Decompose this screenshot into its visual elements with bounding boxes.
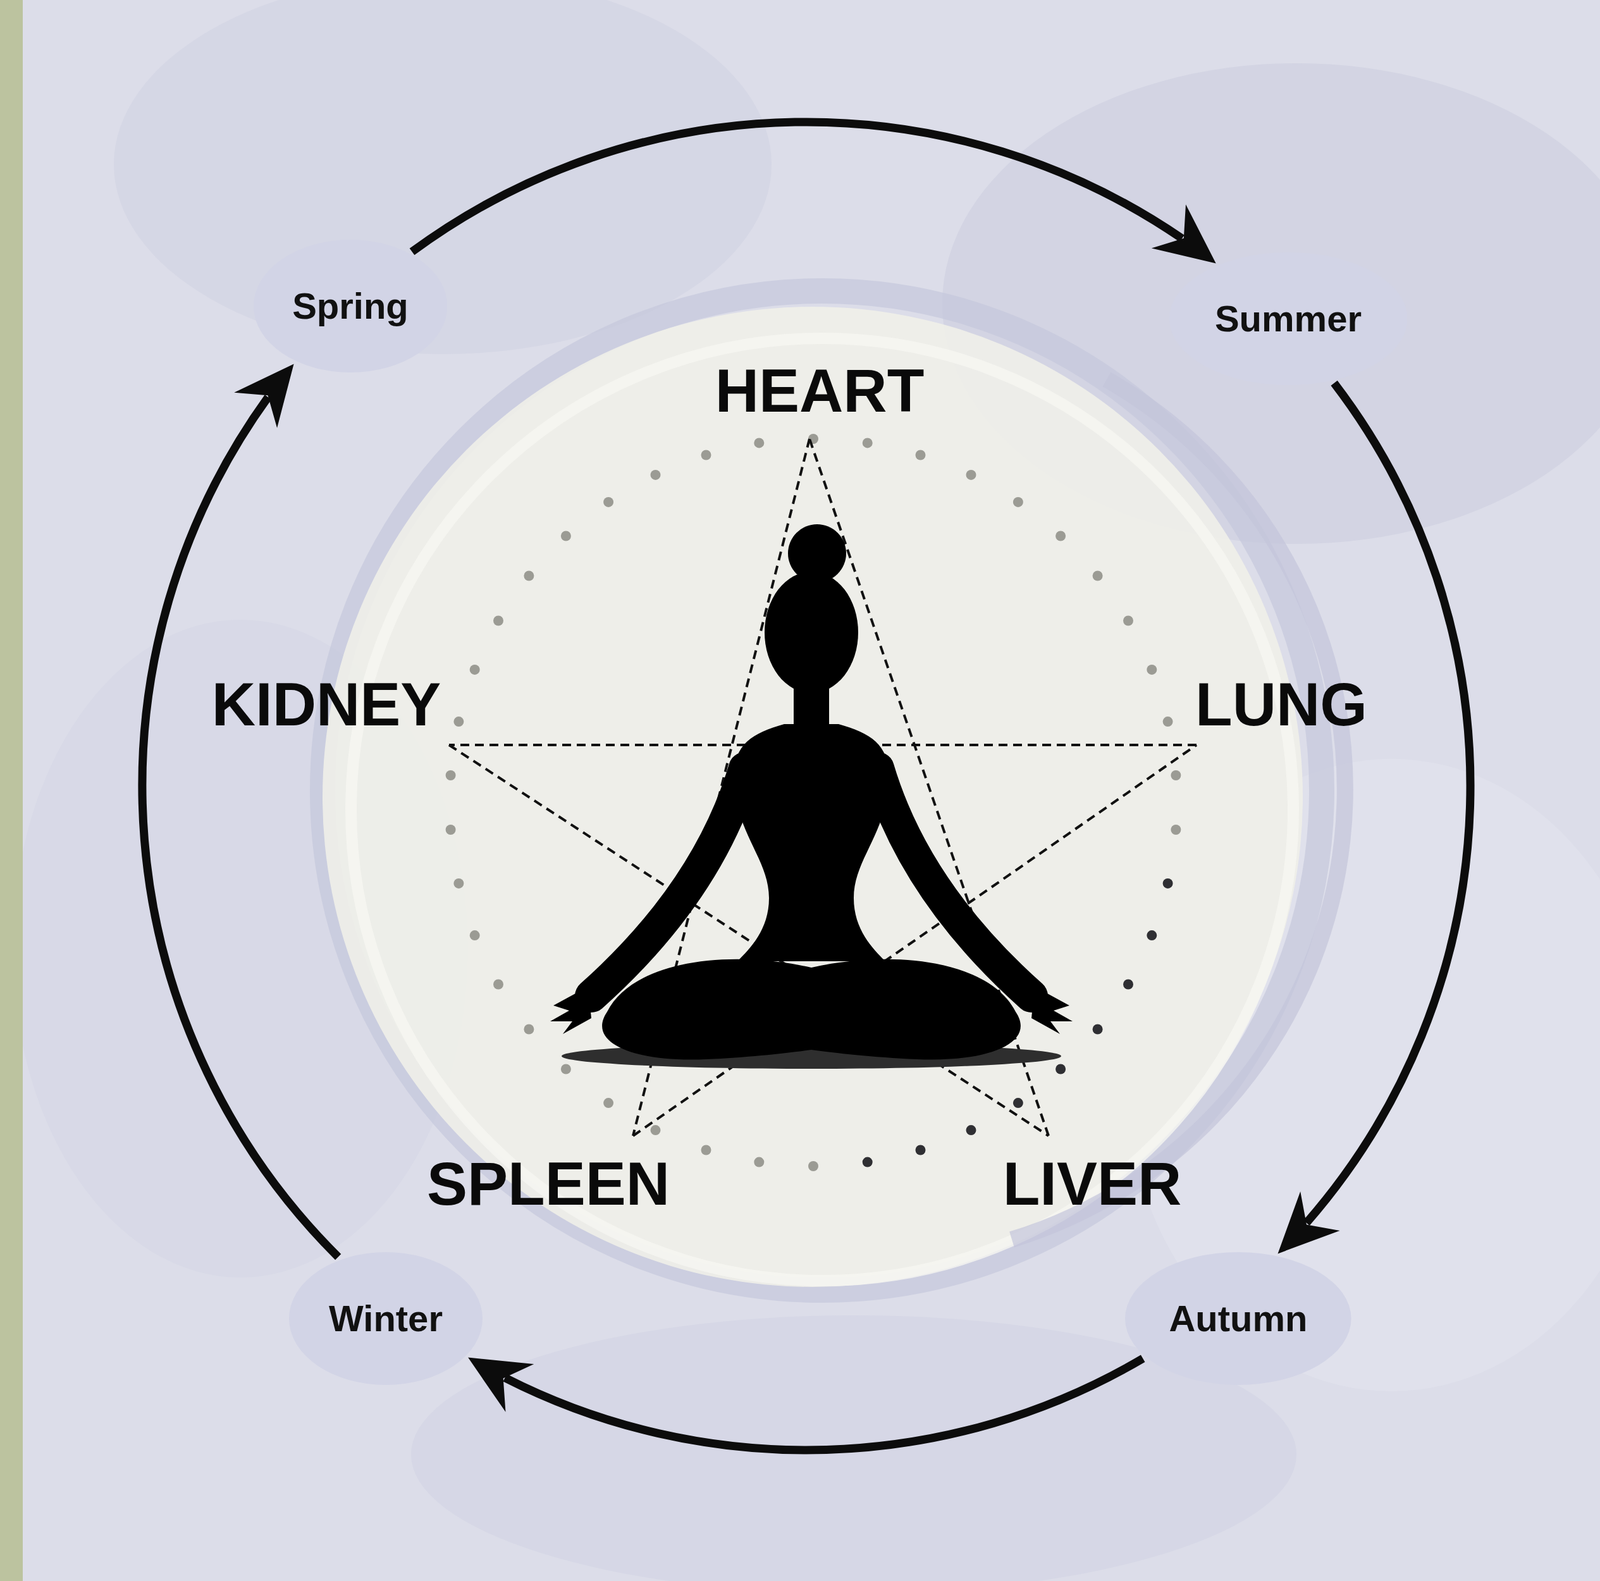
brush-ring xyxy=(322,290,1322,1291)
dot xyxy=(1123,979,1134,990)
dot xyxy=(445,770,456,781)
dot xyxy=(1146,664,1157,675)
dot xyxy=(453,716,464,727)
dot xyxy=(808,1161,819,1172)
dot xyxy=(469,930,480,941)
left-hand xyxy=(550,986,592,1034)
head xyxy=(764,571,859,694)
dot xyxy=(915,450,926,461)
ellipse-fill xyxy=(1169,252,1408,386)
dot xyxy=(1092,571,1103,582)
dot xyxy=(1013,497,1024,508)
organ-label: SPLEEN xyxy=(426,1153,670,1215)
season-label: Summer xyxy=(1214,298,1362,339)
dot xyxy=(603,1097,614,1108)
dot xyxy=(1055,1064,1066,1075)
organ-label: HEART xyxy=(715,360,925,422)
left-edge-strip xyxy=(0,0,23,1581)
dot xyxy=(603,497,614,508)
dot xyxy=(1163,716,1174,727)
dot xyxy=(1146,930,1157,941)
dot xyxy=(560,531,572,542)
cycle-arrow xyxy=(412,122,1217,264)
ellipse-fill xyxy=(1125,1252,1352,1385)
dot xyxy=(701,1145,712,1156)
dot xyxy=(650,1125,661,1136)
organ-label: LUNG xyxy=(1195,674,1368,735)
dot xyxy=(453,878,464,889)
dot xyxy=(862,1157,873,1168)
arc-line xyxy=(412,122,1183,252)
dot xyxy=(1170,824,1181,835)
dot xyxy=(701,450,712,461)
dot xyxy=(862,437,873,448)
dot xyxy=(523,571,534,582)
season-ellipse: Spring xyxy=(253,239,448,373)
organ-label: KIDNEY xyxy=(211,674,442,735)
dot xyxy=(915,1145,926,1156)
season-label: Spring xyxy=(292,285,409,327)
cycle-arrow xyxy=(1278,383,1471,1255)
dot xyxy=(1123,615,1134,627)
season-label: Autumn xyxy=(1168,1298,1308,1339)
arrowhead xyxy=(233,363,294,428)
arc-line xyxy=(142,397,339,1258)
arrowhead xyxy=(1151,204,1217,264)
organ-label: LIVER xyxy=(1003,1153,1182,1215)
dot xyxy=(1055,531,1066,542)
dot xyxy=(445,824,456,835)
brush-ring xyxy=(350,338,1294,1281)
dot xyxy=(493,615,504,627)
dot xyxy=(1170,770,1181,781)
star-line xyxy=(449,744,1049,1136)
arc-line xyxy=(1306,383,1471,1224)
dotted-circle xyxy=(445,433,1182,1172)
ellipse-fill xyxy=(289,1252,483,1385)
dot xyxy=(1013,1097,1024,1108)
dot xyxy=(650,469,661,480)
arrowhead xyxy=(467,1357,534,1413)
season-label: Winter xyxy=(328,1298,443,1339)
dot xyxy=(560,1064,572,1075)
arc-line xyxy=(504,1358,1143,1451)
season-ellipse: Winter xyxy=(289,1252,483,1385)
season-ellipse: Summer xyxy=(1169,252,1408,386)
dot xyxy=(493,979,504,990)
cycle-arrow xyxy=(142,363,339,1257)
inner-circle xyxy=(322,306,1303,1287)
brush-stroke xyxy=(1011,379,1346,1240)
right-hand xyxy=(1031,986,1073,1034)
five-element-star xyxy=(449,438,1197,1136)
dot xyxy=(1163,878,1174,889)
dot xyxy=(523,1024,534,1035)
crossed-legs xyxy=(602,959,1021,1060)
dot xyxy=(966,469,977,480)
cycle-arrow xyxy=(467,1357,1143,1451)
dot xyxy=(1092,1024,1103,1035)
dot xyxy=(469,664,480,675)
season-ellipse: Autumn xyxy=(1125,1252,1352,1385)
dot xyxy=(753,1157,764,1168)
dot xyxy=(966,1125,977,1136)
ellipse-fill xyxy=(253,239,448,373)
arrowhead xyxy=(1278,1191,1341,1254)
dot xyxy=(753,437,764,448)
meditation-figure xyxy=(550,524,1073,1069)
